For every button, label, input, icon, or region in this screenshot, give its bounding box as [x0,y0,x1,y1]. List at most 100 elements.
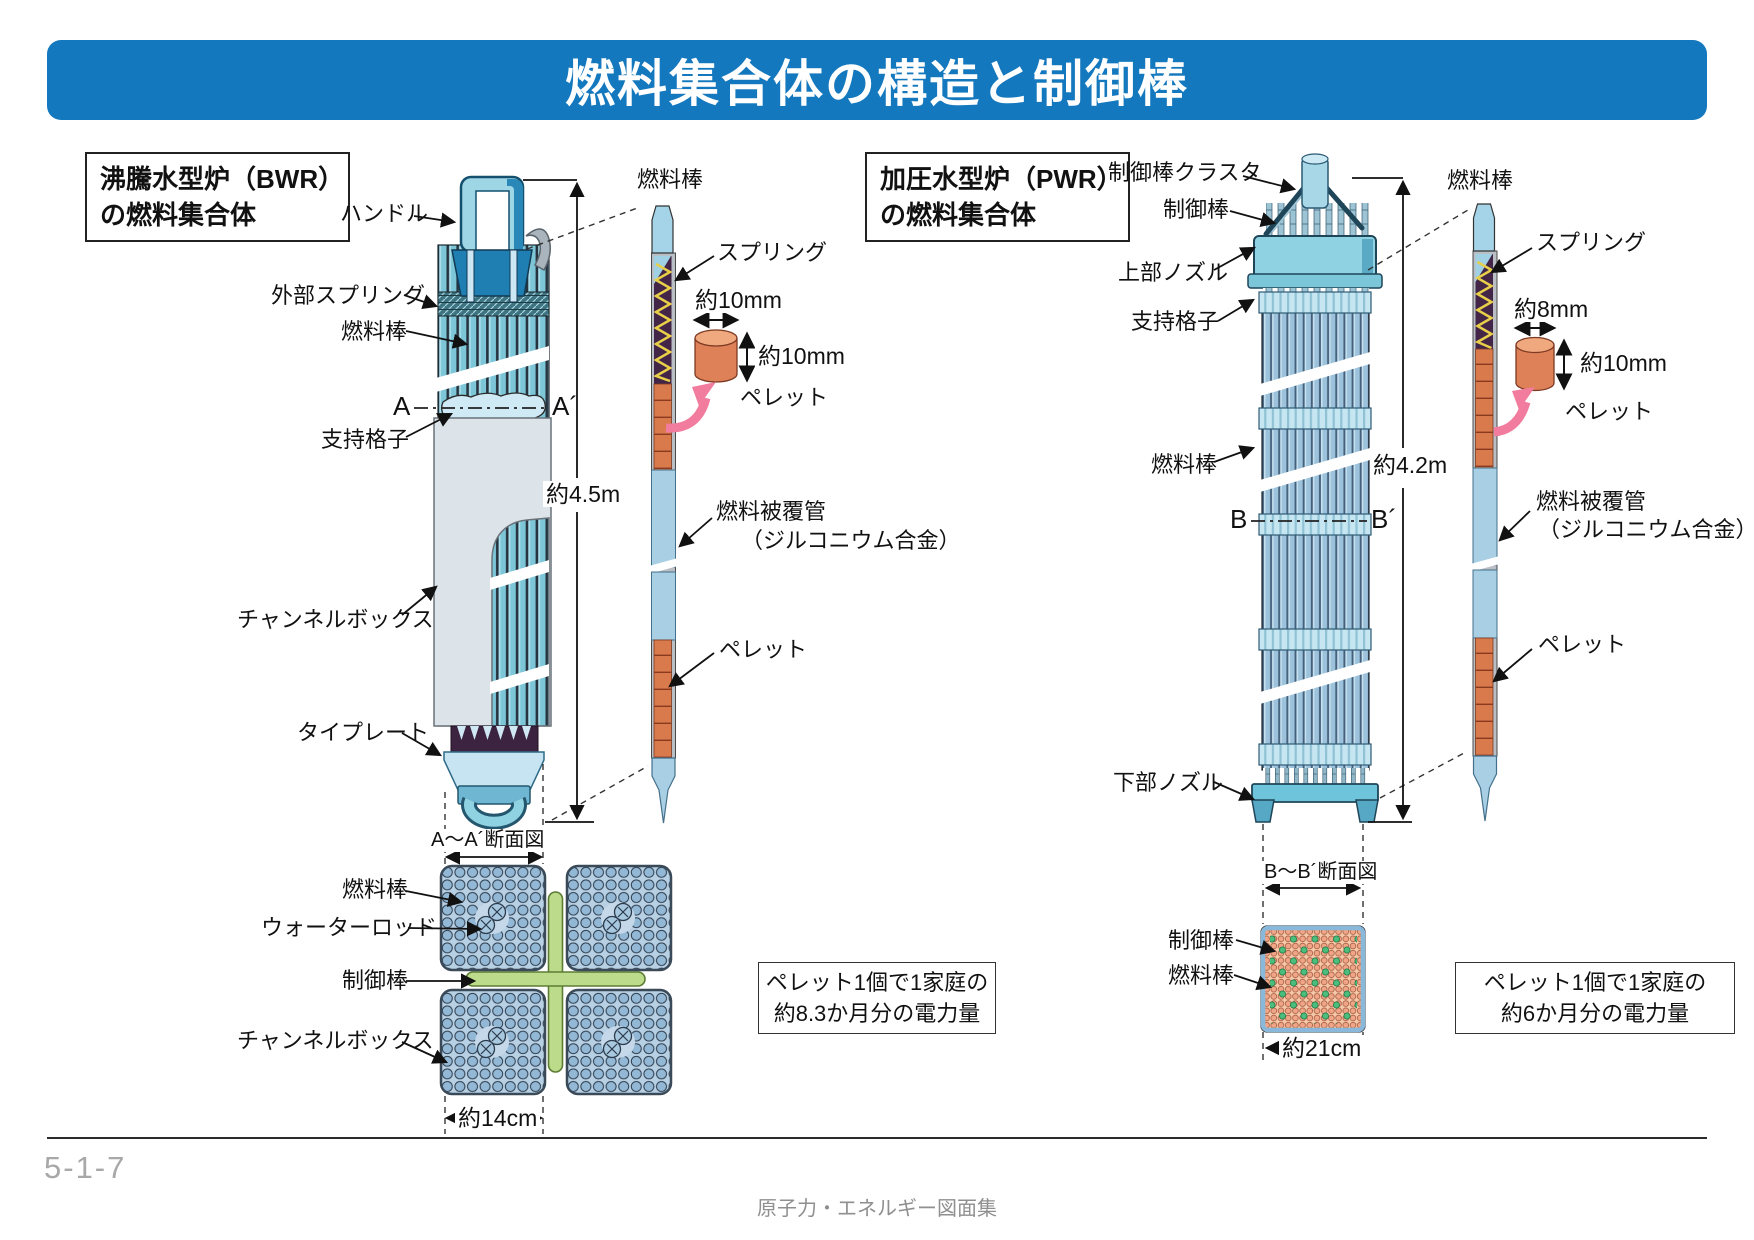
label-section-b: B [1230,504,1248,534]
label-pwr-cladding-1: 燃料被覆管 [1536,489,1647,514]
pwr-break-slash-2 [1260,448,1370,492]
pwr-top-nozzle-lip [1247,273,1383,289]
pwr-spacer-grids [1258,291,1372,766]
label-pwr-rod-fuel-rod: 燃料棒 [1447,168,1514,193]
bwr-assembly [433,175,552,830]
bwr-note-line1: ペレット1個で1家庭の [765,970,989,995]
pwr-rod-stubs-bottom [1263,768,1369,786]
label-bwr-height: 約4.5m [543,481,624,508]
bwr-nozzle-collar [457,785,531,805]
label-pwr-rod-spring: スプリング [1536,230,1647,255]
leader-channel-box [401,585,438,616]
bwr-lower-nozzle [443,751,545,791]
bwr-note-line2: 約8.3か月分の電力量 [773,1001,981,1026]
label-pwr-control-rod: 制御棒 [1163,197,1230,222]
bwr-rod-bottom-plug [651,757,676,824]
leader-pwr-support-grid [1217,298,1255,322]
bwr-window-slash-1 [490,560,549,590]
pellet-callout-arrow-pwr [1493,400,1531,437]
bwr-rod-pellets-lower [653,639,672,759]
label-bwr-pellet-diameter: 約10mm [692,287,785,314]
pwr-note-line2: 約6か月分の電力量 [1500,1001,1690,1026]
leader-pwr-control-rod [1229,210,1277,227]
pwr-section-control-rod-dots [1270,935,1357,1024]
pwr-note-line1: ペレット1個で1家庭の [1483,970,1707,995]
pwr-pellet-cylinder [1493,319,1573,437]
leader-pwr-pellet-lower [1492,648,1533,683]
leader-bwr-cladding [678,517,713,548]
leader-top-nozzle [1213,246,1257,271]
bwr-rod-cladding-1 [651,469,676,568]
leader-pwr-sec-control-rod [1235,939,1277,955]
leader-bwr-spring [674,255,715,282]
label-handle: ハンドル [340,201,429,226]
bwr-cross-section [439,864,673,1096]
bwr-lifting-hook [525,228,551,272]
pwr-bottom-nozzle [1251,783,1379,823]
label-section-bb-caption: B～B´断面図 [1262,861,1380,884]
bwr-rod-break [649,558,678,574]
leader-cluster [1242,175,1297,194]
label-pwr-pellet-lower: ペレット [1538,632,1627,657]
label-sec-channel-box: チャンネルボックス [237,1028,434,1053]
label-pwr-cladding-2: （ジルコニウム合金） [1538,517,1754,542]
label-bottom-nozzle: 下部ノズル [1113,770,1224,795]
bwr-heading-line1: 沸騰水型炉（BWR） [100,164,345,194]
leader-water-rod [407,921,483,937]
pwr-break-slash-3 [1260,660,1370,704]
label-sec-control-rod: 制御棒 [342,968,409,993]
label-bwr-rod-spring: スプリング [717,240,828,265]
bwr-handle [451,175,533,303]
pwr-top-nozzle-shade [1362,239,1373,279]
bwr-rod-top-plug [651,205,674,254]
pwr-control-rod-cluster [1263,153,1370,243]
label-section-aa-caption: A～A´断面図 [429,829,547,852]
label-bwr-pellet-lower: ペレット [719,637,808,662]
label-pwr-support-grid: 支持格子 [1131,309,1220,334]
title-bar: 燃料集合体の構造と制御棒 [47,40,1707,120]
pwr-heading-box: 加圧水型炉（PWR） の燃料集合体 [865,152,1130,242]
label-tie-plate: タイプレート [297,720,430,745]
pellet-callout-arrowhead [692,382,716,406]
leader-bottom-nozzle [1213,781,1256,801]
bwr-rod-plenum [654,256,672,384]
label-pwr-21cm: 約21cm [1279,1035,1365,1062]
leader-arrows [401,175,1533,1064]
label-bwr-pellet-height: 約10mm [755,343,848,370]
page-number: 5-1-7 [44,1150,127,1185]
label-channel-box: チャンネルボックス [237,607,434,632]
label-pwr-fuel-rod: 燃料棒 [1151,452,1218,477]
source-credit: 原子力・エネルギー図面集 [757,1198,997,1220]
pwr-cluster-hub [1301,157,1329,209]
label-pwr-pellet-height: 約10mm [1577,350,1670,377]
leader-bwr-fuel-rod [405,330,469,349]
section-cut-lines [414,407,1367,522]
pwr-assembly [1247,153,1383,823]
leader-pwr-spring [1490,247,1533,274]
label-bwr-14cm: 約14cm [455,1105,541,1132]
leader-outer-spring [403,294,439,310]
leader-sec-fuel-rod [405,890,464,907]
leader-tie-plate [401,732,442,757]
leader-bwr-pellet-lower [668,652,715,688]
label-section-a: A [393,391,411,421]
label-top-nozzle: 上部ノズル [1118,260,1229,285]
bwr-control-rod-cruciform-h [465,971,646,987]
bwr-rod-cladding-2 [651,571,676,641]
label-section-a-prime: A´ [552,391,578,421]
pwr-cross-section [1260,925,1366,1033]
pwr-break-slash-1 [1260,352,1370,396]
leader-sec-channel-box [401,1041,449,1064]
pellet-callout-arrow [665,396,711,433]
bwr-bail [464,798,524,827]
label-bwr-support-grid: 支持格子 [321,427,410,452]
label-pwr-pellet: ペレット [1565,399,1654,424]
label-pwr-sec-control-rod: 制御棒 [1168,928,1235,953]
label-pwr-pellet-diameter: 約8mm [1511,296,1592,323]
bwr-note-box: ペレット1個で1家庭の 約8.3か月分の電力量 [758,962,996,1034]
leader-handle [413,212,457,228]
bwr-tie-plate-teeth [457,726,531,740]
page-title: 燃料集合体の構造と制御棒 [565,56,1189,112]
